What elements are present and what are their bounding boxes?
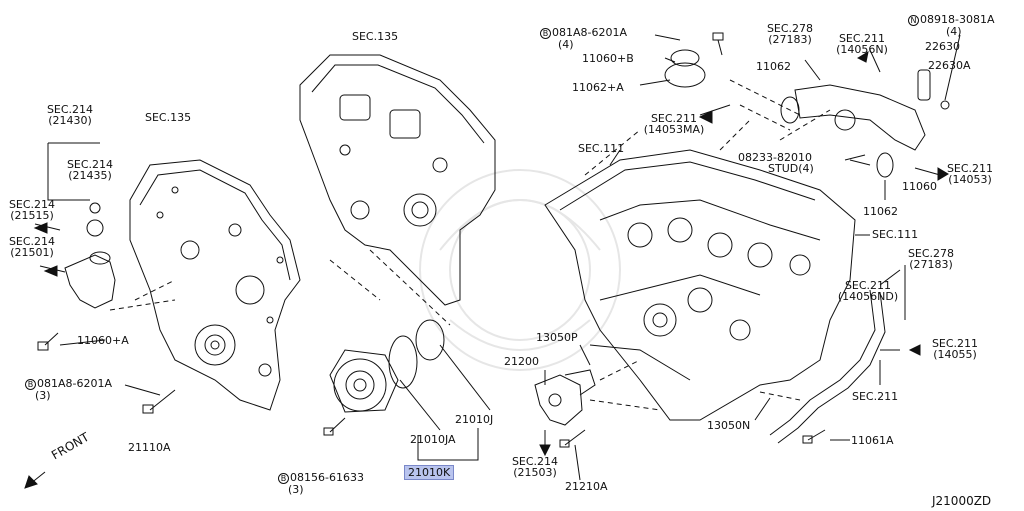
label-13050p: 13050P bbox=[536, 331, 578, 344]
label-sec214-21435: SEC.214(21435) bbox=[66, 158, 114, 182]
diagram-id: J21000ZD bbox=[932, 494, 992, 508]
label-21010ja: 21010JA bbox=[410, 433, 456, 446]
label-21010k-highlighted[interactable]: 21010K bbox=[404, 465, 455, 480]
label-21110a: 21110A bbox=[128, 441, 171, 454]
label-sec278-27183-right: SEC.278(27183) bbox=[907, 247, 955, 271]
front-timing-cover-left bbox=[129, 159, 301, 411]
label-11062-a: 11062+A bbox=[572, 81, 624, 94]
label-21210a: 21210A bbox=[565, 480, 608, 493]
front-arrow bbox=[24, 471, 46, 489]
label-22630a: 22630A bbox=[928, 59, 971, 72]
label-11062-mid: 11062 bbox=[863, 205, 898, 218]
label-22630: 22630 bbox=[925, 40, 960, 53]
label-11060-a: 11060+A bbox=[77, 334, 129, 347]
label-21010j: 21010J bbox=[455, 413, 494, 426]
cylinder-block bbox=[544, 149, 856, 421]
label-sec211-14056nd: SEC.211(14056ND) bbox=[837, 279, 899, 303]
label-sec135-top: SEC.135 bbox=[352, 30, 399, 43]
label-sec214-21430: SEC.214(21430) bbox=[46, 103, 94, 127]
label-sec278-27183-top: SEC.278(27183) bbox=[766, 22, 814, 46]
water-inlet-left bbox=[64, 202, 116, 309]
watermark bbox=[419, 169, 621, 371]
label-sec111-right: SEC.111 bbox=[872, 228, 919, 241]
label-sec211-14055: SEC.211(14055) bbox=[931, 337, 979, 361]
label-sec211-14056n: SEC.211(14056N) bbox=[836, 32, 888, 56]
label-sec214-21503: SEC.214(21503) bbox=[511, 455, 559, 479]
leader-lines bbox=[34, 34, 961, 481]
label-sec135-left: SEC.135 bbox=[145, 111, 192, 124]
label-11061a: 11061A bbox=[851, 434, 894, 447]
label-sec211-14053: SEC.211(14053) bbox=[946, 162, 994, 186]
label-sec214-21515: SEC.214(21515) bbox=[8, 198, 56, 222]
label-sec214-21501: SEC.214(21501) bbox=[8, 235, 56, 259]
water-pump bbox=[329, 319, 445, 413]
label-11060: 11060 bbox=[902, 180, 937, 193]
label-sec111-top: SEC.111 bbox=[578, 142, 625, 155]
label-sec211: SEC.211 bbox=[852, 390, 899, 403]
rear-timing-cover-top bbox=[299, 54, 496, 306]
label-11060-b: 11060+B bbox=[582, 52, 634, 65]
bolts bbox=[37, 32, 866, 448]
label-sec211-14053ma: SEC.211(14053MA) bbox=[643, 112, 705, 136]
label-21200: 21200 bbox=[504, 355, 539, 368]
flow-arrows bbox=[33, 50, 949, 457]
bypass-hose bbox=[769, 265, 906, 444]
assembly-dashed-lines bbox=[109, 79, 831, 411]
label-13050n: 13050N bbox=[707, 419, 751, 432]
thermostat-housing bbox=[534, 369, 596, 426]
label-11062-top: 11062 bbox=[756, 60, 791, 73]
